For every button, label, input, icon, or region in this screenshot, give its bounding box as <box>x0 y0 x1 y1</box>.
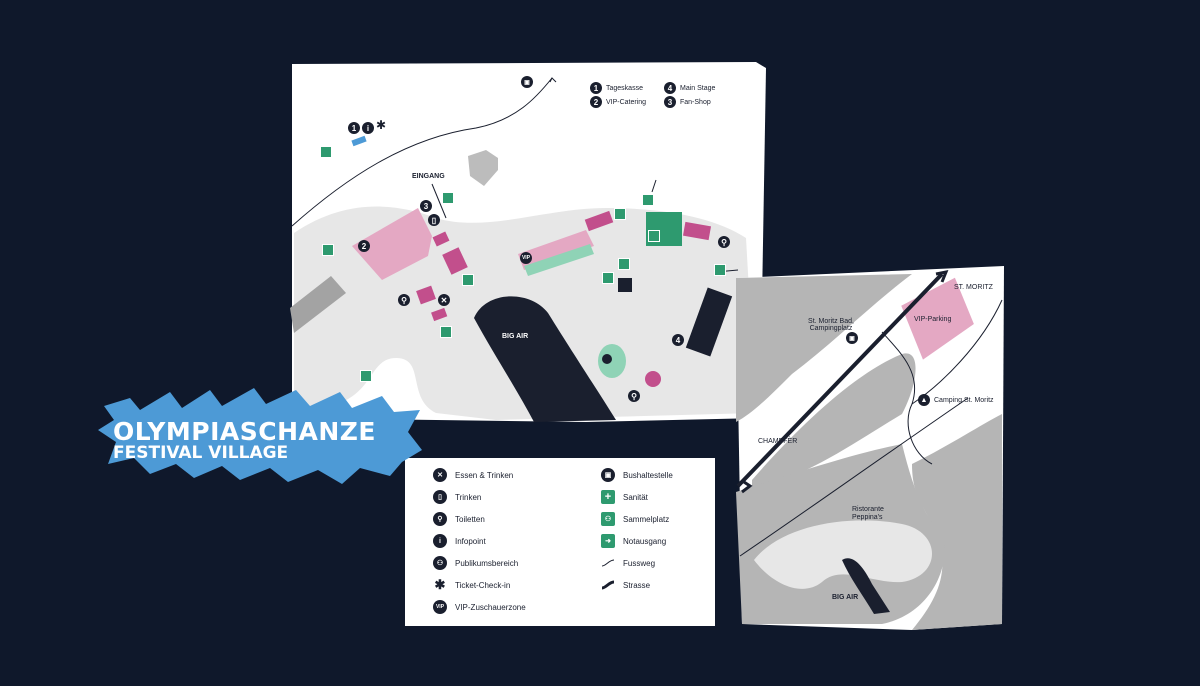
legend-item-public-area: ⚇Publikumsbereich <box>433 556 518 570</box>
camping-icon: ▲ <box>918 394 930 406</box>
page-title: OLYMPIASCHANZE FESTIVAL VILLAGE <box>113 419 376 462</box>
marker-4: 4 <box>672 334 684 346</box>
info-icon: i <box>433 534 447 548</box>
food-icon-4 <box>648 230 660 242</box>
legend-num-3: 3 <box>664 96 676 108</box>
ticket-checkin-icon: ✱ <box>376 118 387 132</box>
legend-tageskasse: Tageskasse <box>606 85 643 92</box>
toilets-icon-3: ⚲ <box>628 390 640 402</box>
legend-num-1: 1 <box>590 82 602 94</box>
bus-stop-label: St. Moritz Bad, Campingplatz <box>808 318 854 332</box>
st-moritz-label: ST. MORITZ <box>954 284 993 291</box>
legend-vip-catering: VIP-Catering <box>606 99 647 106</box>
toilets-icon-2: ⚲ <box>718 236 730 248</box>
emergency-exit-icon: ➜ <box>601 534 615 548</box>
emergency-exit-icon-3 <box>714 264 726 276</box>
cup-icon: ▯ <box>433 490 447 504</box>
legend-fan-shop: Fan-Shop <box>680 99 711 106</box>
drinks-icon: ▯ <box>428 214 440 226</box>
toilets-icon: ⚲ <box>398 294 410 306</box>
food-icon-6 <box>602 272 614 284</box>
vip-zone-icon: VIP <box>520 252 532 264</box>
legend-main-stage: Main Stage <box>680 85 716 92</box>
first-aid-icon: + <box>601 490 615 504</box>
legend-item-toilets: ⚲Toiletten <box>433 512 485 526</box>
title-line-2: FESTIVAL VILLAGE <box>113 443 289 463</box>
legend-item-notausgang: ➜Notausgang <box>601 534 666 548</box>
vip-parking-label: VIP-Parking <box>914 316 952 323</box>
legend-item-bus: ▣Bushaltestelle <box>601 468 673 482</box>
overview-big-air-label: BIG AIR <box>832 594 859 601</box>
bus-stop-icon-2: ▣ <box>846 332 858 344</box>
assembly-point-icon: ⚇ <box>601 512 615 526</box>
overview-map: ST. MORITZ St. Moritz Bad, Campingplatz … <box>732 264 1008 634</box>
food-icon-3 <box>614 208 626 220</box>
first-aid-icon <box>322 244 334 256</box>
legend-num-2: 2 <box>590 96 602 108</box>
entrance-label: EINGANG <box>412 173 445 180</box>
legend-item-fussweg: Fussweg <box>601 556 655 570</box>
food-icon-5 <box>618 258 630 270</box>
legend-num-4: 4 <box>664 82 676 94</box>
bus-icon: ▣ <box>601 468 615 482</box>
bus-stop-icon: ▣ <box>521 76 533 88</box>
vip-icon: VIP <box>433 600 447 614</box>
main-map: 1 Tageskasse 2 VIP-Catering 4 Main Stage… <box>286 58 768 426</box>
assembly-point-icon <box>320 146 332 158</box>
big-air-label: BIG AIR <box>502 333 529 340</box>
marker-2: 2 <box>358 240 370 252</box>
food-icon-2: ✕ <box>438 294 450 306</box>
ristorante-label: Ristorante Peppina's <box>852 506 884 521</box>
legend-item-ticket: ✱Ticket-Check-in <box>434 577 511 592</box>
road-icon <box>601 578 615 592</box>
toilet-icon: ⚲ <box>433 512 447 526</box>
info-icon: i <box>362 122 374 134</box>
footpath-icon <box>601 556 615 570</box>
assembly-point-icon-2 <box>360 370 372 382</box>
asterisk-icon: ✱ <box>434 577 446 592</box>
food-icon <box>462 274 474 286</box>
marker-3: 3 <box>420 200 432 212</box>
first-aid-icon-2 <box>440 326 452 338</box>
title-brush-bg <box>98 388 422 484</box>
people-icon: ⚇ <box>433 556 447 570</box>
legend-item-drinks: ▯Trinken <box>433 490 481 504</box>
title-line-1: OLYMPIASCHANZE <box>113 417 376 446</box>
emergency-exit-icon <box>442 192 454 204</box>
fork-knife-icon: ✕ <box>433 468 447 482</box>
legend-item-sanitaet: +Sanität <box>601 490 648 504</box>
camping-label: Camping St. Moritz <box>934 397 994 404</box>
legend-item-sammelplatz: ⚇Sammelplatz <box>601 512 669 526</box>
marker-1: 1 <box>348 122 360 134</box>
drinks-icon-2 <box>602 354 612 364</box>
emergency-exit-icon-2 <box>642 194 654 206</box>
legend-item-strasse: Strasse <box>601 578 650 592</box>
legend-item-food: ✕Essen & Trinken <box>433 468 513 482</box>
champfer-label: CHAMPFÈR <box>758 438 798 445</box>
